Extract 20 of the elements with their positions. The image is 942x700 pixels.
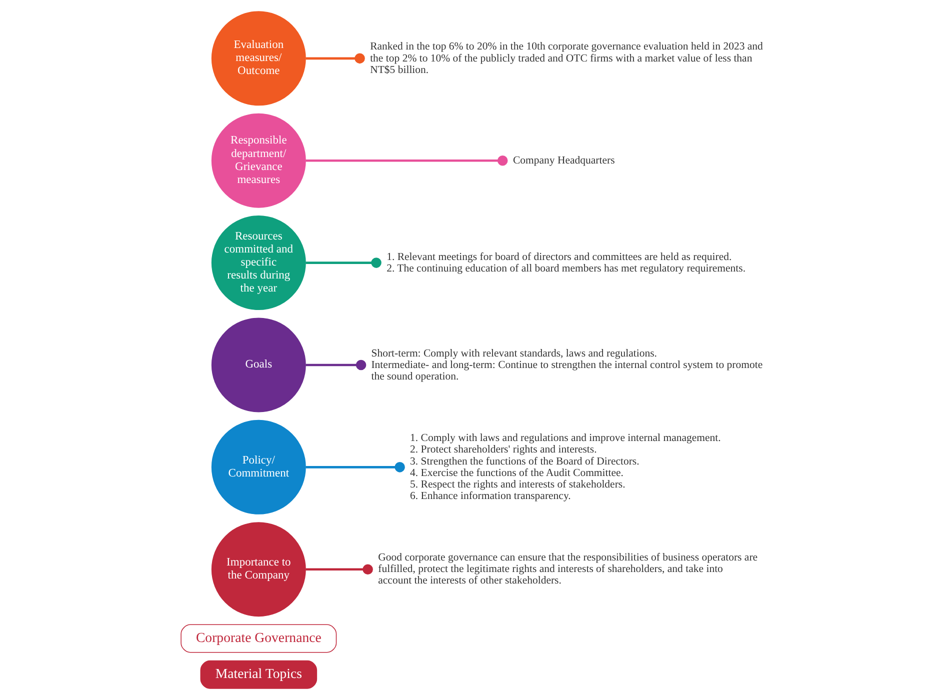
node-text: Ranked in the top 6% to 20% in the 10th corporate governance evaluation held in 2023 and the top 2% to 10% of the publicly traded and OTC firms with a market value of less than NT$5 billion. — [370, 40, 762, 76]
node-text: Company Headquarters — [512, 154, 614, 166]
node-circle: Resources committed and specific results during the year — [210, 216, 306, 310]
connector — [305, 360, 366, 370]
node-circle: Goals — [210, 318, 306, 412]
node-box: Corporate Governance — [180, 624, 336, 653]
node-text: Good corporate governance can ensure that the responsibilities of business operators are fulfilled, protect the legitimate rights and interests of shareholders, and take into account the interests of other stakeholders. — [378, 552, 758, 587]
connector — [305, 155, 508, 166]
node-circle: Evaluation measures/ Outcome — [210, 11, 306, 106]
connector — [305, 462, 404, 472]
node-circle: Responsible department/ Grievance measures — [210, 113, 306, 208]
connector — [305, 53, 364, 64]
node-text: Short-term: Comply with relevant standards, laws and regulations. Intermediate- and long-term: Continue to strengthen the internal control system to promote the sound operation. — [370, 347, 762, 382]
connector — [305, 564, 372, 574]
node-circle: Importance to the Company — [210, 522, 306, 617]
node-text: 1. Comply with laws and regulations and improve internal management. 2. Protect shareholders' rights and interests. 3. Strengthen the functions of the Board of Directors. 4. Exercise the functions of the Audit Committee. 5. Respect the rights and interests of stakeholders. 6. Enhance information transparency. — [410, 432, 720, 502]
node-box: Material Topics — [200, 660, 317, 689]
node-circle: Policy/ Commitment — [210, 420, 306, 514]
connector — [305, 258, 381, 268]
node-text: 1. Relevant meetings for board of directors and committees are held as required. 2. The continuing education of all board members has met regulatory requirements. — [386, 250, 746, 274]
